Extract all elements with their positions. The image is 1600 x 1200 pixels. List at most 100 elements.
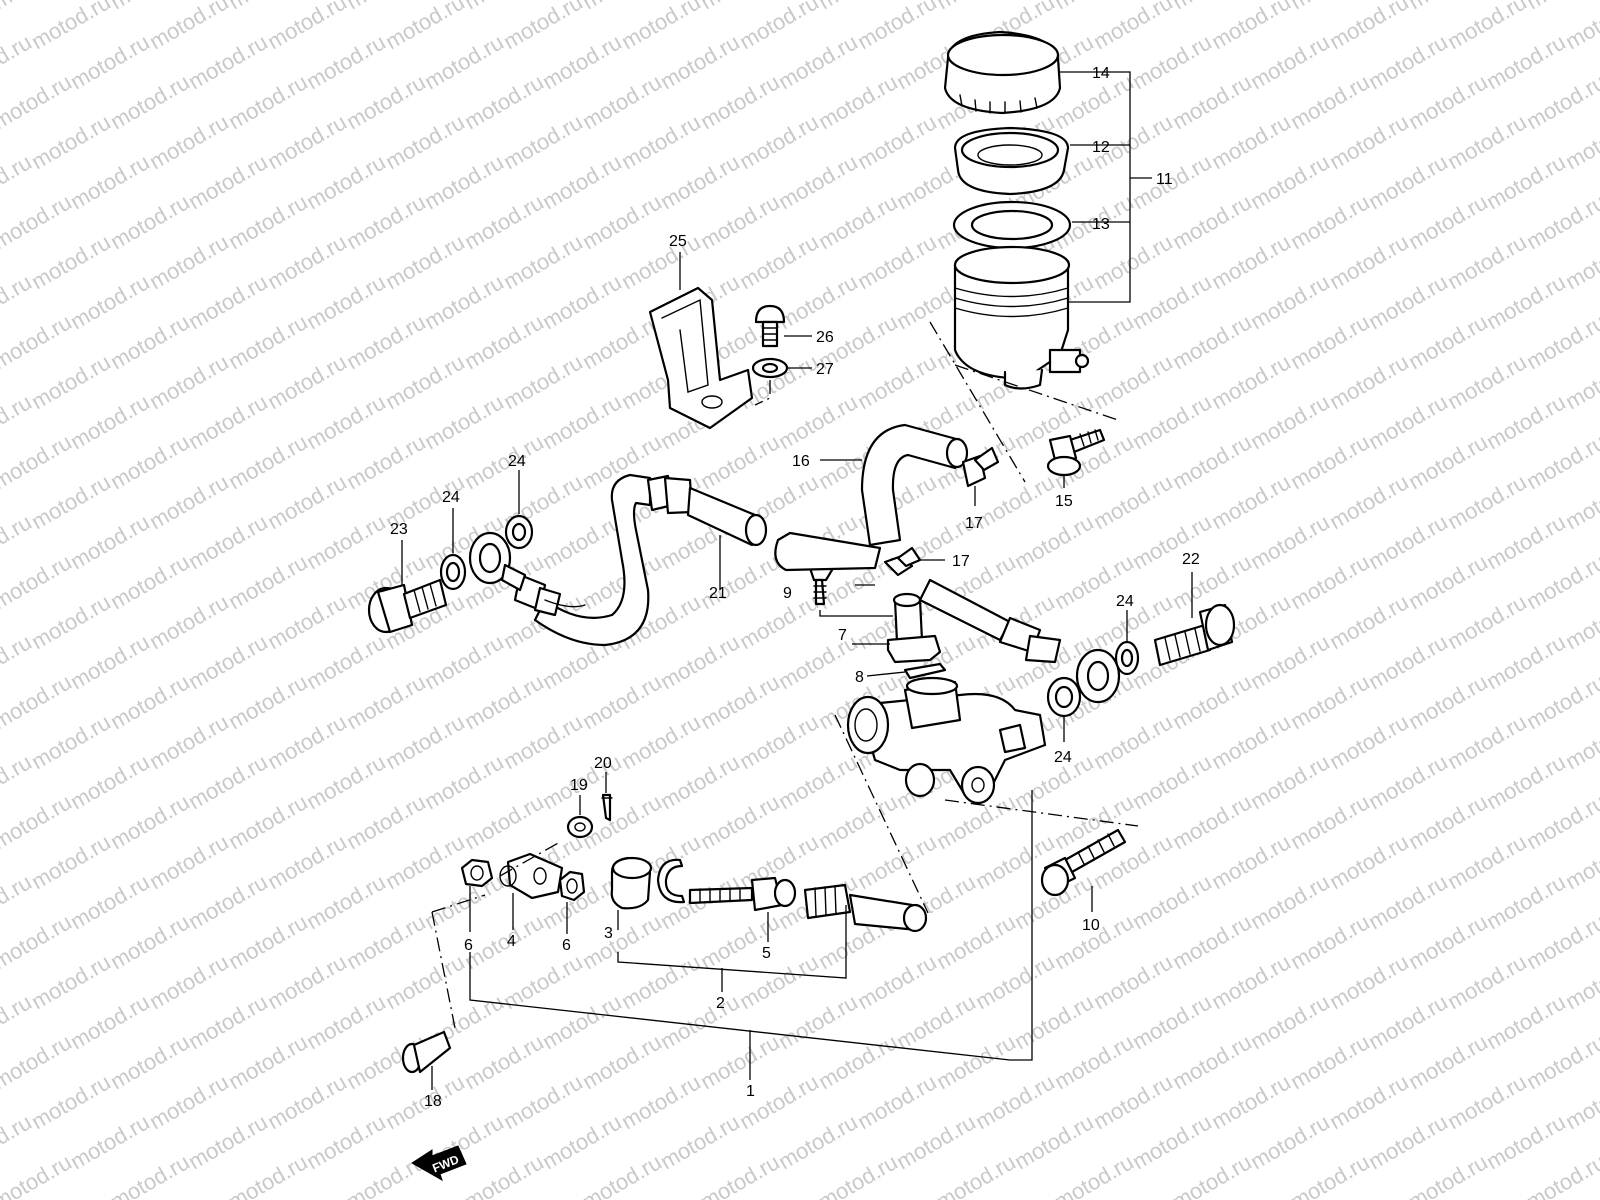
watermark-text: motod.ru <box>696 669 784 734</box>
watermark-text: motod.ru <box>145 1069 233 1134</box>
watermark-text: motod.ru <box>381 349 469 414</box>
watermark-text: motod.ru <box>1482 269 1570 334</box>
watermark-text: motod.ru <box>1010 1109 1098 1174</box>
watermark-text: motod.ru <box>1207 469 1295 534</box>
watermark-text: motod.ru <box>814 69 902 134</box>
watermark-text: motod.ru <box>66 389 154 454</box>
watermark-text: motod.ru <box>1128 1109 1216 1174</box>
watermark-text: motod.ru <box>735 709 823 774</box>
watermark-text: motod.ru <box>66 869 154 934</box>
sealing-washer-24b <box>504 514 534 550</box>
watermark-text: motod.ru <box>1168 909 1256 974</box>
watermark-text: motod.ru <box>66 629 154 694</box>
watermark-text: motod.ru <box>420 389 508 454</box>
watermark-text: motod.ru <box>1128 869 1216 934</box>
watermark-text: motod.ru <box>1168 669 1256 734</box>
watermark-text: motod.ru <box>106 789 194 854</box>
watermark-text: motod.ru <box>263 229 351 294</box>
watermark-text: motod.ru <box>224 549 312 614</box>
watermark-text: motod.ru <box>1246 749 1334 814</box>
banjo-eye-right <box>1075 648 1121 704</box>
watermark-text: motod.ru <box>1482 1109 1570 1174</box>
watermark-text: motod.ru <box>1246 509 1334 574</box>
gasket-8 <box>903 662 947 680</box>
label-25: 25 <box>669 233 687 250</box>
watermark-text: motod.ru <box>1404 189 1492 254</box>
watermark-text: motod.ru <box>27 0 115 54</box>
watermark-text: motod.ru <box>1325 229 1413 294</box>
watermark-text: motod.ru <box>106 1029 194 1094</box>
watermark-text: motod.ru <box>538 509 626 574</box>
watermark-text: motod.ru <box>1522 309 1600 374</box>
label-27: 27 <box>816 361 834 378</box>
watermark-text: motod.ru <box>1404 909 1492 974</box>
watermark-text: motod.ru <box>1246 389 1334 454</box>
watermark-text: motod.ru <box>1246 629 1334 694</box>
watermark-text: motod.ru <box>145 0 233 54</box>
watermark-text: motod.ru <box>263 0 351 54</box>
watermark-text: motod.ru <box>1443 469 1531 534</box>
watermark-text: motod.ru <box>302 149 390 214</box>
watermark-text: motod.ru <box>66 269 154 334</box>
label-2: 2 <box>716 995 725 1012</box>
watermark-text: motod.ru <box>774 989 862 1054</box>
watermark-text: motod.ru <box>1364 389 1452 454</box>
watermark-text: motod.ru <box>1207 349 1295 414</box>
watermark-text: motod.ru <box>853 949 941 1014</box>
watermark-text: motod.ru <box>224 789 312 854</box>
watermark-text: motod.ru <box>420 629 508 694</box>
watermark-text: motod.ru <box>617 709 705 774</box>
watermark-text: motod.ru <box>1246 869 1334 934</box>
watermark-text: motod.ru <box>1089 0 1177 54</box>
watermark-text: motod.ru <box>696 429 784 494</box>
watermark-text: motod.ru <box>1522 1149 1600 1200</box>
watermark-text: motod.ru <box>224 909 312 974</box>
watermark-text: motod.ru <box>1364 149 1452 214</box>
watermark-text: motod.ru <box>696 909 784 974</box>
watermark-text: motod.ru <box>1207 829 1295 894</box>
watermark-text: motod.ru <box>1443 109 1531 174</box>
watermark-text: motod.ru <box>1325 949 1413 1014</box>
watermark-text: motod.ru <box>27 109 115 174</box>
watermark-text: motod.ru <box>1443 1069 1531 1134</box>
watermark-text: motod.ru <box>106 669 194 734</box>
label-8: 8 <box>855 669 864 686</box>
watermark-text: motod.ru <box>499 109 587 174</box>
watermark-text: motod.ru <box>1050 1149 1138 1200</box>
watermark-text: motod.ru <box>381 709 469 774</box>
watermark-text: motod.ru <box>184 749 272 814</box>
label-18: 18 <box>424 1093 442 1110</box>
watermark-text: motod.ru <box>971 1069 1059 1134</box>
watermark-text: motod.ru <box>578 1149 666 1200</box>
watermark-text: motod.ru <box>342 909 430 974</box>
watermark-text: motod.ru <box>66 1109 154 1174</box>
watermark-text: motod.ru <box>460 69 548 134</box>
watermark-text: motod.ru <box>66 29 154 94</box>
watermark-text: motod.ru <box>1561 589 1600 654</box>
watermark-text: motod.ru <box>420 149 508 214</box>
watermark-text: motod.ru <box>774 29 862 94</box>
watermark-text: motod.ru <box>1482 29 1570 94</box>
watermark-text: motod.ru <box>302 629 390 694</box>
watermark-text: motod.ru <box>774 149 862 214</box>
watermark-text: motod.ru <box>1168 309 1256 374</box>
watermark-text: motod.ru <box>66 509 154 574</box>
watermark-text: motod.ru <box>696 1029 784 1094</box>
watermark-text: motod.ru <box>1364 509 1452 574</box>
watermark-text: motod.ru <box>1325 0 1413 54</box>
watermark-text: motod.ru <box>106 909 194 974</box>
reservoir-plate <box>953 126 1070 196</box>
watermark-text: motod.ru <box>0 909 76 974</box>
watermark-text: motod.ru <box>1128 509 1216 574</box>
watermark-text: motod.ru <box>224 1029 312 1094</box>
watermark-text: motod.ru <box>578 669 666 734</box>
washer-19 <box>566 815 594 839</box>
watermark-text: motod.ru <box>499 1069 587 1134</box>
sealing-washer-24c <box>1114 640 1140 676</box>
watermark-text: motod.ru <box>578 189 666 254</box>
watermark-text: motod.ru <box>184 629 272 694</box>
watermark-text: motod.ru <box>1522 669 1600 734</box>
label-1: 1 <box>746 1083 755 1100</box>
clevis-4 <box>499 852 564 900</box>
watermark-text: motod.ru <box>342 309 430 374</box>
